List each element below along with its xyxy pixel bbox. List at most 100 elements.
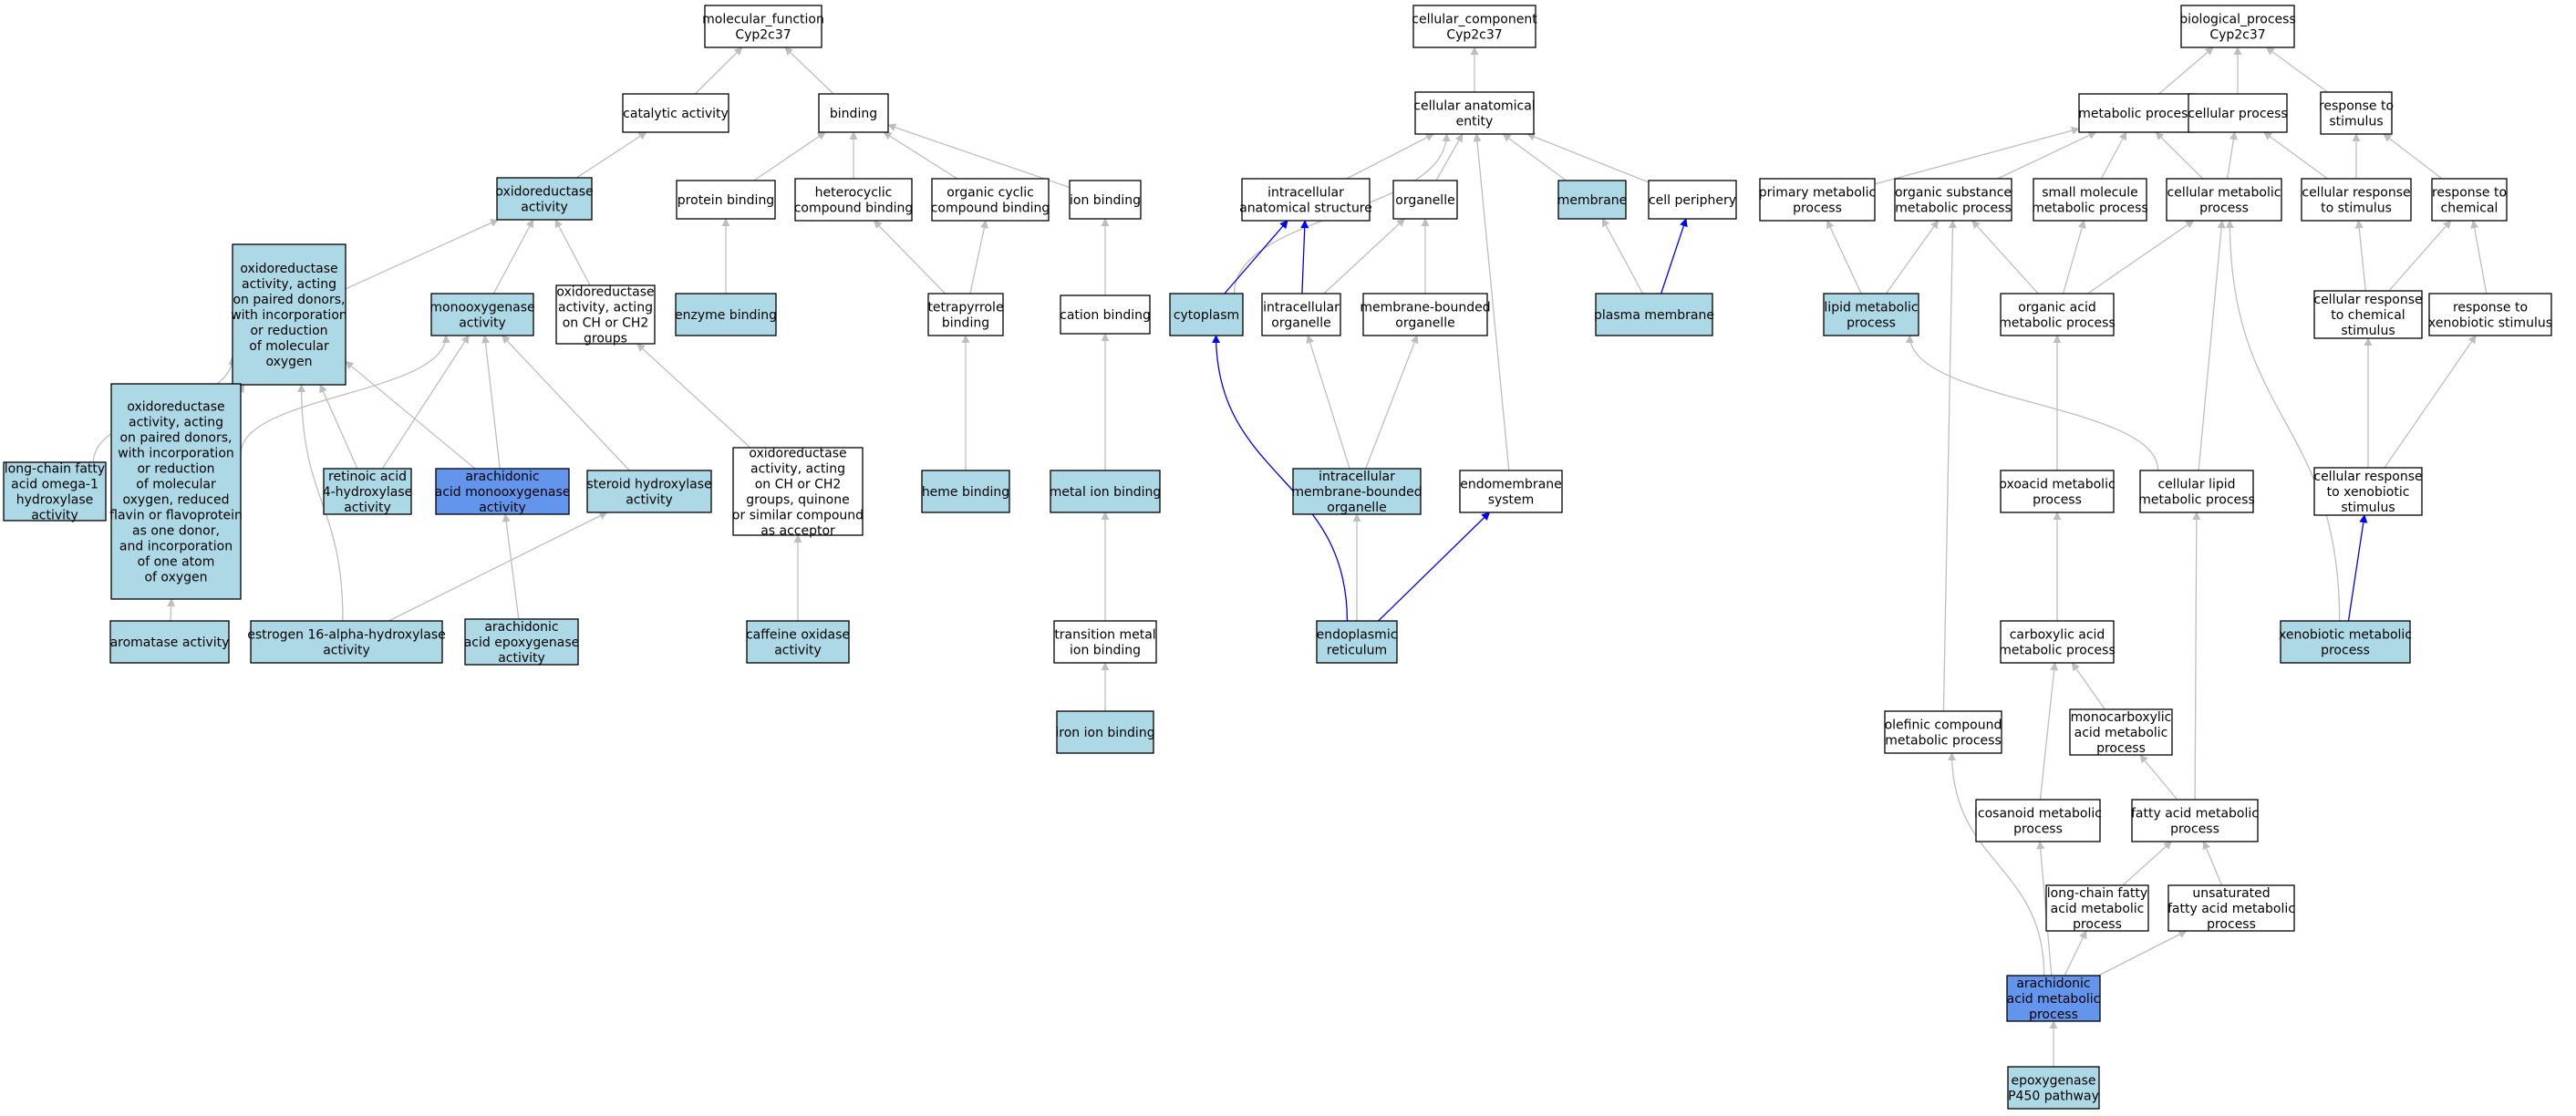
node-box xyxy=(1241,178,1371,222)
node-label-line: cellular response xyxy=(2313,470,2422,484)
edge-endomembrane-system-to-cellular-anatomical-entity xyxy=(1473,133,1510,471)
node-label-line: or reduction xyxy=(137,462,214,477)
node-box xyxy=(1261,293,1341,336)
node-label-line: organic cyclic xyxy=(947,186,1034,201)
edge-lipid-metabolic-process-to-primary-metabolic-process xyxy=(1826,220,1862,294)
edge-olefinic-compound-metabolic-process-to-organic-substance-metabolic-process xyxy=(1942,220,1957,712)
node-label-line: process xyxy=(1847,316,1896,331)
node-label-line: catalytic activity xyxy=(623,107,729,121)
edge-cytoplasm-to-intracellular-anatomical-structure xyxy=(1224,220,1288,294)
node-label-line: long-chain fatty xyxy=(2047,886,2147,901)
node-layer: molecular_functionCyp2c37cellular_compon… xyxy=(3,5,2552,1110)
node-label-line: oxidoreductase xyxy=(127,400,224,415)
edge-organic-cyclic-compound-binding-to-binding xyxy=(883,131,958,180)
edge-oxidoreductase-quinone-to-oxidoreductase-ch-ch2 xyxy=(636,343,751,449)
node-label-line: process xyxy=(1793,202,1842,216)
node-label-line: or reduction xyxy=(250,324,327,338)
node-label-line: on CH or CH2 xyxy=(563,316,649,331)
node-label-line: oxidoreductase xyxy=(240,262,337,276)
go-node-cellular-process: cellular process xyxy=(2188,93,2288,133)
edge-long-chain-fatty-acid-metabolic-process-to-fatty-acid-metabolic-process xyxy=(2122,841,2173,886)
node-label-line: compound binding xyxy=(931,202,1050,216)
node-box xyxy=(1392,180,1458,220)
node-label-line: as one donor, xyxy=(132,524,220,539)
edge-monocarboxylic-acid-metabolic-process-to-carboxylic-acid-metabolic-process xyxy=(2071,662,2105,710)
node-label-line: metabolic process xyxy=(2032,202,2148,216)
edge-icosanoid-metabolic-process-to-carboxylic-acid-metabolic-process xyxy=(2039,662,2059,801)
node-label-line: process xyxy=(2170,822,2219,837)
node-box xyxy=(931,178,1050,222)
node-label-line: membrane-bounded xyxy=(1360,301,1490,315)
go-node-membrane: membrane xyxy=(1557,180,1627,220)
node-label-line: of molecular xyxy=(249,339,329,354)
node-box xyxy=(746,620,850,664)
node-box xyxy=(927,293,1004,336)
node-label-line: metabolic process xyxy=(2078,107,2195,121)
node-box xyxy=(1069,180,1142,220)
node-label-line: anatomical structure xyxy=(1239,202,1372,216)
node-box xyxy=(555,284,656,345)
node-box xyxy=(110,383,242,600)
node-label-line: and incorporation xyxy=(119,540,233,554)
node-label-line: steroid hydroxylase xyxy=(586,478,711,492)
edge-arachidonic-acid-monooxygenase-to-monooxygenase-activity xyxy=(481,335,501,470)
edge-oxidoreductase-activity-to-catalytic-activity xyxy=(575,131,647,179)
node-box xyxy=(2320,91,2393,135)
node-label-line: arachidonic xyxy=(2016,976,2090,991)
node-label-line: tetrapyrrole xyxy=(927,301,1003,315)
node-label-line: activity xyxy=(498,651,545,666)
node-box xyxy=(1053,620,1157,664)
node-box xyxy=(2007,1066,2100,1110)
go-node-enzyme-binding: enzyme binding xyxy=(675,293,777,336)
edge-endoplasmic-reticulum-to-cytoplasm xyxy=(1212,335,1349,622)
edge-estrogen-16-alpha-hydroxylase-to-oxidoreductase-paired-donors xyxy=(296,384,344,622)
edge-xenobiotic-metabolic-process-to-cellular-metabolic-process xyxy=(2225,220,2341,622)
node-box xyxy=(2313,290,2423,339)
node-box xyxy=(2166,178,2282,222)
node-box xyxy=(818,93,889,133)
edge-organic-acid-metabolic-process-to-cellular-metabolic-process xyxy=(2087,220,2195,294)
node-label-line: Cyp2c37 xyxy=(1446,28,1502,43)
node-label-line: cellular metabolic xyxy=(2167,186,2281,201)
node-label-line: system xyxy=(1488,493,1535,508)
node-label-line: cation binding xyxy=(1060,308,1151,323)
edge-cellular-response-to-xenobiotic-stimulus-to-response-to-xenobiotic-stimulus xyxy=(2384,335,2477,469)
node-box xyxy=(109,620,230,664)
node-label-line: activity xyxy=(323,644,370,658)
node-box xyxy=(1595,293,1713,336)
edge-response-to-xenobiotic-stimulus-to-response-to-chemical xyxy=(2470,220,2488,294)
node-label-line: oxygen, reduced xyxy=(123,493,230,508)
node-box xyxy=(3,461,107,522)
node-box xyxy=(2139,470,2254,513)
node-label-line: plasma membrane xyxy=(1594,308,1714,323)
node-label-line: endoplasmic xyxy=(1317,628,1398,643)
node-box xyxy=(1759,178,1876,222)
node-box xyxy=(1050,470,1161,513)
node-label-line: membrane-bounded xyxy=(1291,485,1422,500)
edge-cellular-response-to-chemical-stimulus-to-response-to-chemical xyxy=(2388,220,2452,292)
edge-steroid-hydroxylase-activity-to-monooxygenase-activity xyxy=(502,335,630,471)
node-label-line: long-chain fatty xyxy=(5,462,105,477)
node-label-line: caffeine oxidase xyxy=(746,628,850,643)
node-label-line: intracellular xyxy=(1263,301,1340,315)
node-box xyxy=(464,618,579,666)
node-box xyxy=(2313,467,2423,516)
node-label-line: molecular_function xyxy=(702,13,824,27)
node-label-line: intracellular xyxy=(1267,186,1344,201)
node-label-line: organelle xyxy=(1271,316,1330,331)
node-label-line: activity xyxy=(459,316,506,331)
node-label-line: estrogen 16-alpha-hydroxylase xyxy=(247,628,446,643)
node-label-line: monooxygenase xyxy=(429,301,534,315)
edge-unsaturated-fatty-acid-metabolic-process-to-fatty-acid-metabolic-process xyxy=(2202,841,2223,886)
